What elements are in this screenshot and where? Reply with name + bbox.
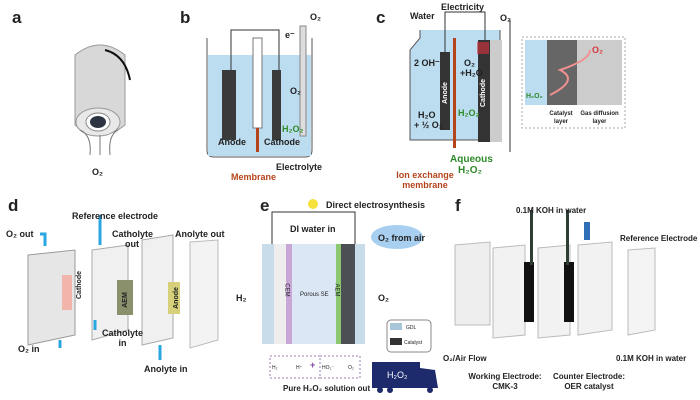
cem-label: CEM [283,283,290,297]
panel-label-b: b [180,8,191,27]
counter-electrode-label: Counter Electrode: [552,372,625,381]
o2-inlet-label: O₂ [310,12,321,22]
o2-from-air-label: O₂ from air [378,233,426,243]
anolyte-in-label: Anolyte in [144,364,188,374]
catholyte-in-label: Catholyte in [101,328,143,348]
half-o2-label: + ½ O₂ [414,120,443,130]
koh-outlet-label: 0.1M KOH in water [616,354,687,363]
working-electrode-label: Working Electrode: [468,372,542,381]
h2o-reactant-label: +H₂O [460,68,483,78]
reaction-h2: H₂ [272,365,278,371]
o2-in-label: O₂ in [18,344,40,354]
panel-label-f: f [455,196,461,215]
ion-exchange-membrane-label: Ion exchange membrane [396,170,454,190]
water-product-label: H₂O [418,110,436,120]
reaction-plus: + [310,360,316,370]
reference-electrode-label: Reference Electrode [620,234,698,243]
catholyte-out-label: Catholyte out [112,229,154,249]
reference-electrode-label: Reference electrode [72,211,159,221]
tubular-electrode [74,44,131,156]
aqueous-label: Aqueous [450,154,493,165]
hydroxide-label: 2 OH⁻ [414,58,440,68]
legend-catalyst: Catalyst [404,340,423,346]
legend-gdl: GDL [406,325,417,331]
anode-label: Anode [218,137,246,147]
cathode-label: Cathode [76,271,83,299]
exploded-cell-d [27,215,219,360]
h2o2-product-label: H₂O₂ [458,108,480,118]
anode-label: Anode [441,82,449,104]
gas-diffusion-layer-label: Gas diffusion layer [580,111,619,125]
inset-h2o2-label: H₂O₂ [526,93,543,100]
aqueous-h2o2-label: H₂O₂ [458,165,482,176]
o2-air-flow-label: O₂/Air Flow [443,354,487,363]
h2-inlet-label: H₂ [236,293,247,303]
o2-out-label: O₂ out [6,229,34,239]
aem-label: AEM [333,283,340,297]
exploded-cell-f [454,210,656,339]
anolyte-out-label: Anolyte out [175,229,225,239]
reaction-hplus: H⁺ [296,365,303,371]
h2o2-label: H₂O₂ [282,124,304,134]
electron-label: e⁻ [285,30,295,40]
o2-reactant-label: O₂ [464,58,475,68]
electricity-label: Electricity [441,2,485,12]
flow-cell [409,11,626,152]
porous-se-label: Porous SE [300,292,329,298]
electrolyte-label: Electrolyte [276,162,323,172]
di-water-in-label: DI water in [290,224,336,234]
working-electrode-material: CMK-3 [492,382,518,391]
panel-label-a: a [12,8,22,27]
truck-h2o2-label: H₂O₂ [387,370,408,380]
membrane-label: Membrane [231,172,277,182]
cathode-label: Cathode [264,137,300,147]
o2-label: O₂ [500,13,511,23]
direct-electrosynthesis-label: Direct electrosynthesis [326,200,426,210]
koh-inlet-label: 0.1M KOH in water [516,206,587,215]
o2-label: O₂ [92,167,103,177]
anode-label: Anode [172,287,180,309]
pure-h2o2-out-label: Pure H₂O₂ solution out [283,384,371,393]
electrosynthesis-cell [262,199,438,393]
beaker-cell [206,25,313,158]
panel-label-d: d [8,196,19,215]
catalyst-layer-label: Catalyst layer [549,111,573,125]
panel-label-c: c [376,8,386,27]
inset-o2-label: O₂ [592,45,603,55]
o2-inlet-label: O₂ [378,293,389,303]
cathode-label: Cathode [480,79,487,107]
reaction-ho2: HO₂⁻ [322,365,335,371]
aem-label: AEM [121,292,129,308]
water-label: Water [410,11,435,21]
counter-electrode-material: OER catalyst [564,382,614,391]
reaction-o2: O₂ [348,365,354,371]
panel-label-e: e [260,196,270,215]
o2-bubble-label: O₂ [290,86,301,96]
